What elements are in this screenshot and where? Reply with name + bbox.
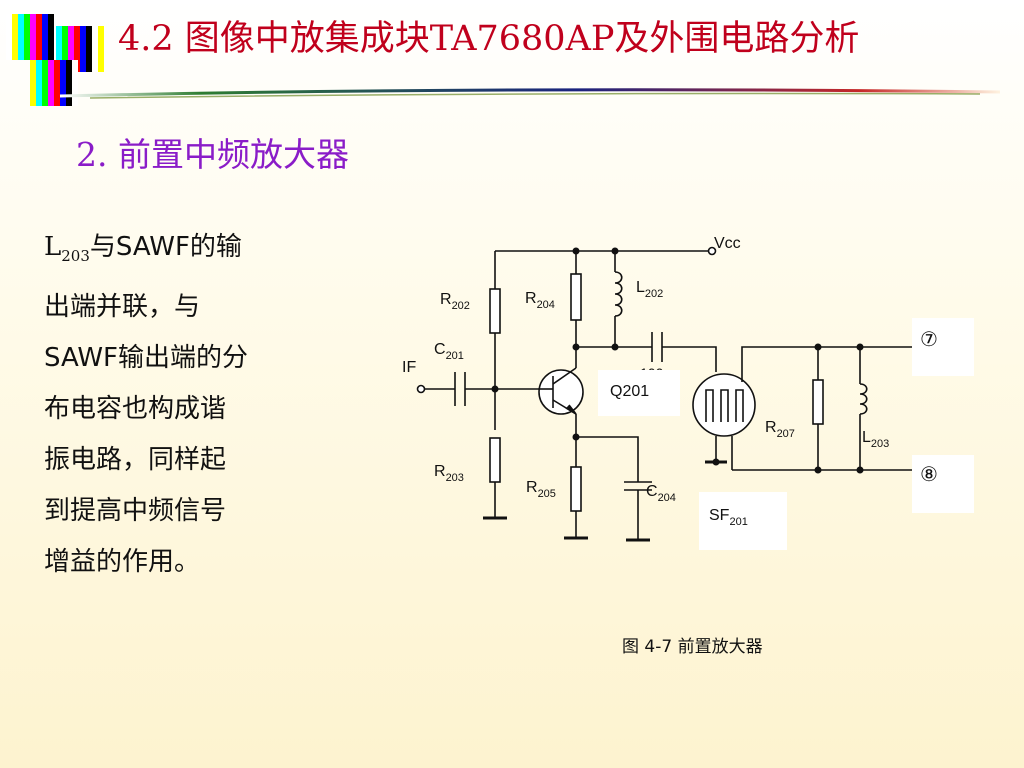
l202-label: L202 [636,279,663,300]
color-bar-stripe [56,26,62,72]
output-8-label: ⑧ [920,462,938,486]
r202-label: R202 [440,291,470,312]
color-bar-stripe [72,60,78,106]
sf201-label: SF201 [709,507,748,528]
r203-label: R203 [434,463,464,484]
color-bar-stripe [48,14,54,60]
if-input-terminal [416,384,426,394]
if-label: IF [402,359,416,376]
c201-capacitor [454,372,466,406]
text-line-2: 出端并联，与 [44,292,201,323]
section-title: 前置中频放大器 [118,135,349,174]
color-bar-stripe [42,14,48,60]
color-bar-stripe [54,60,60,106]
text-line-4: 布电容也构成谐 [44,394,227,425]
r207-label: R207 [765,419,795,440]
l203-symbol: L [44,232,62,262]
l203-subscript: 203 [61,247,90,266]
section-heading: 2. 前置中频放大器 [76,128,349,176]
figure-caption: 图 4-7 前置放大器 [622,637,763,657]
color-bar-stripe [68,26,74,72]
junction-dots [491,247,864,474]
color-bar-stripe [6,14,12,60]
r205-resistor [570,466,582,512]
color-bar-stripe [60,60,66,106]
description-text: L203与SAWF的输 出端并联，与 SAWF输出端的分 布电容也构成谐 振电路… [44,222,312,588]
l202-inductor [614,271,623,317]
header-divider [59,88,1001,99]
color-bar-stripe [80,26,86,72]
c201-label: C201 [434,341,464,362]
r203-resistor [489,437,501,483]
output-7-label: ⑦ [920,327,938,351]
coupling-capacitor [651,332,663,362]
l203-label: L203 [862,429,889,450]
page-title: 4.2 图像中放集成块TA7680AP及外围电路分析 [118,19,860,59]
text-line-3: SAWF输出端的分 [44,343,249,374]
sf201-saw-filter [692,373,756,437]
sf201-label-box [699,492,787,550]
text-line-6: 到提高中频信号 [44,496,227,527]
color-bar-stripe [86,26,92,72]
vcc-label: Vcc [714,235,741,252]
output-7-box [912,318,974,376]
text-line-7: 增益的作用。 [44,547,201,578]
color-bar-stripe [92,26,98,72]
color-bar-stripe [74,26,80,72]
r204-resistor [570,273,582,321]
color-bar-stripe [12,14,18,60]
q201-transistor [538,369,584,415]
output-8-box [912,455,974,513]
color-bar-stripe [36,14,42,60]
color-bar-stripe [66,60,72,106]
color-bar-stripe [98,26,104,72]
section-number: 2. [76,135,108,174]
r202-resistor [489,288,501,334]
color-bar-stripe [18,14,24,60]
q201-label: Q201 [610,383,649,400]
l203-inductor [859,383,868,415]
r207-resistor [812,379,824,425]
text-line-5: 振电路，同样起 [44,445,227,476]
color-bar-stripe [24,14,30,60]
color-bar-logo [6,14,104,106]
color-bar-stripe [30,60,36,106]
color-bar-stripe [36,60,42,106]
text-line-1: 与SAWF的输 [89,232,242,262]
r204-label: R204 [525,290,555,311]
c204-label: C204 [646,483,676,504]
color-bar-stripe [62,26,68,72]
color-bar-stripe [48,60,54,106]
color-bar-stripe [30,14,36,60]
r205-label: R205 [526,479,556,500]
color-bar-stripe [42,60,48,106]
vcc-terminal [707,246,717,256]
q201-label-box [598,370,680,416]
